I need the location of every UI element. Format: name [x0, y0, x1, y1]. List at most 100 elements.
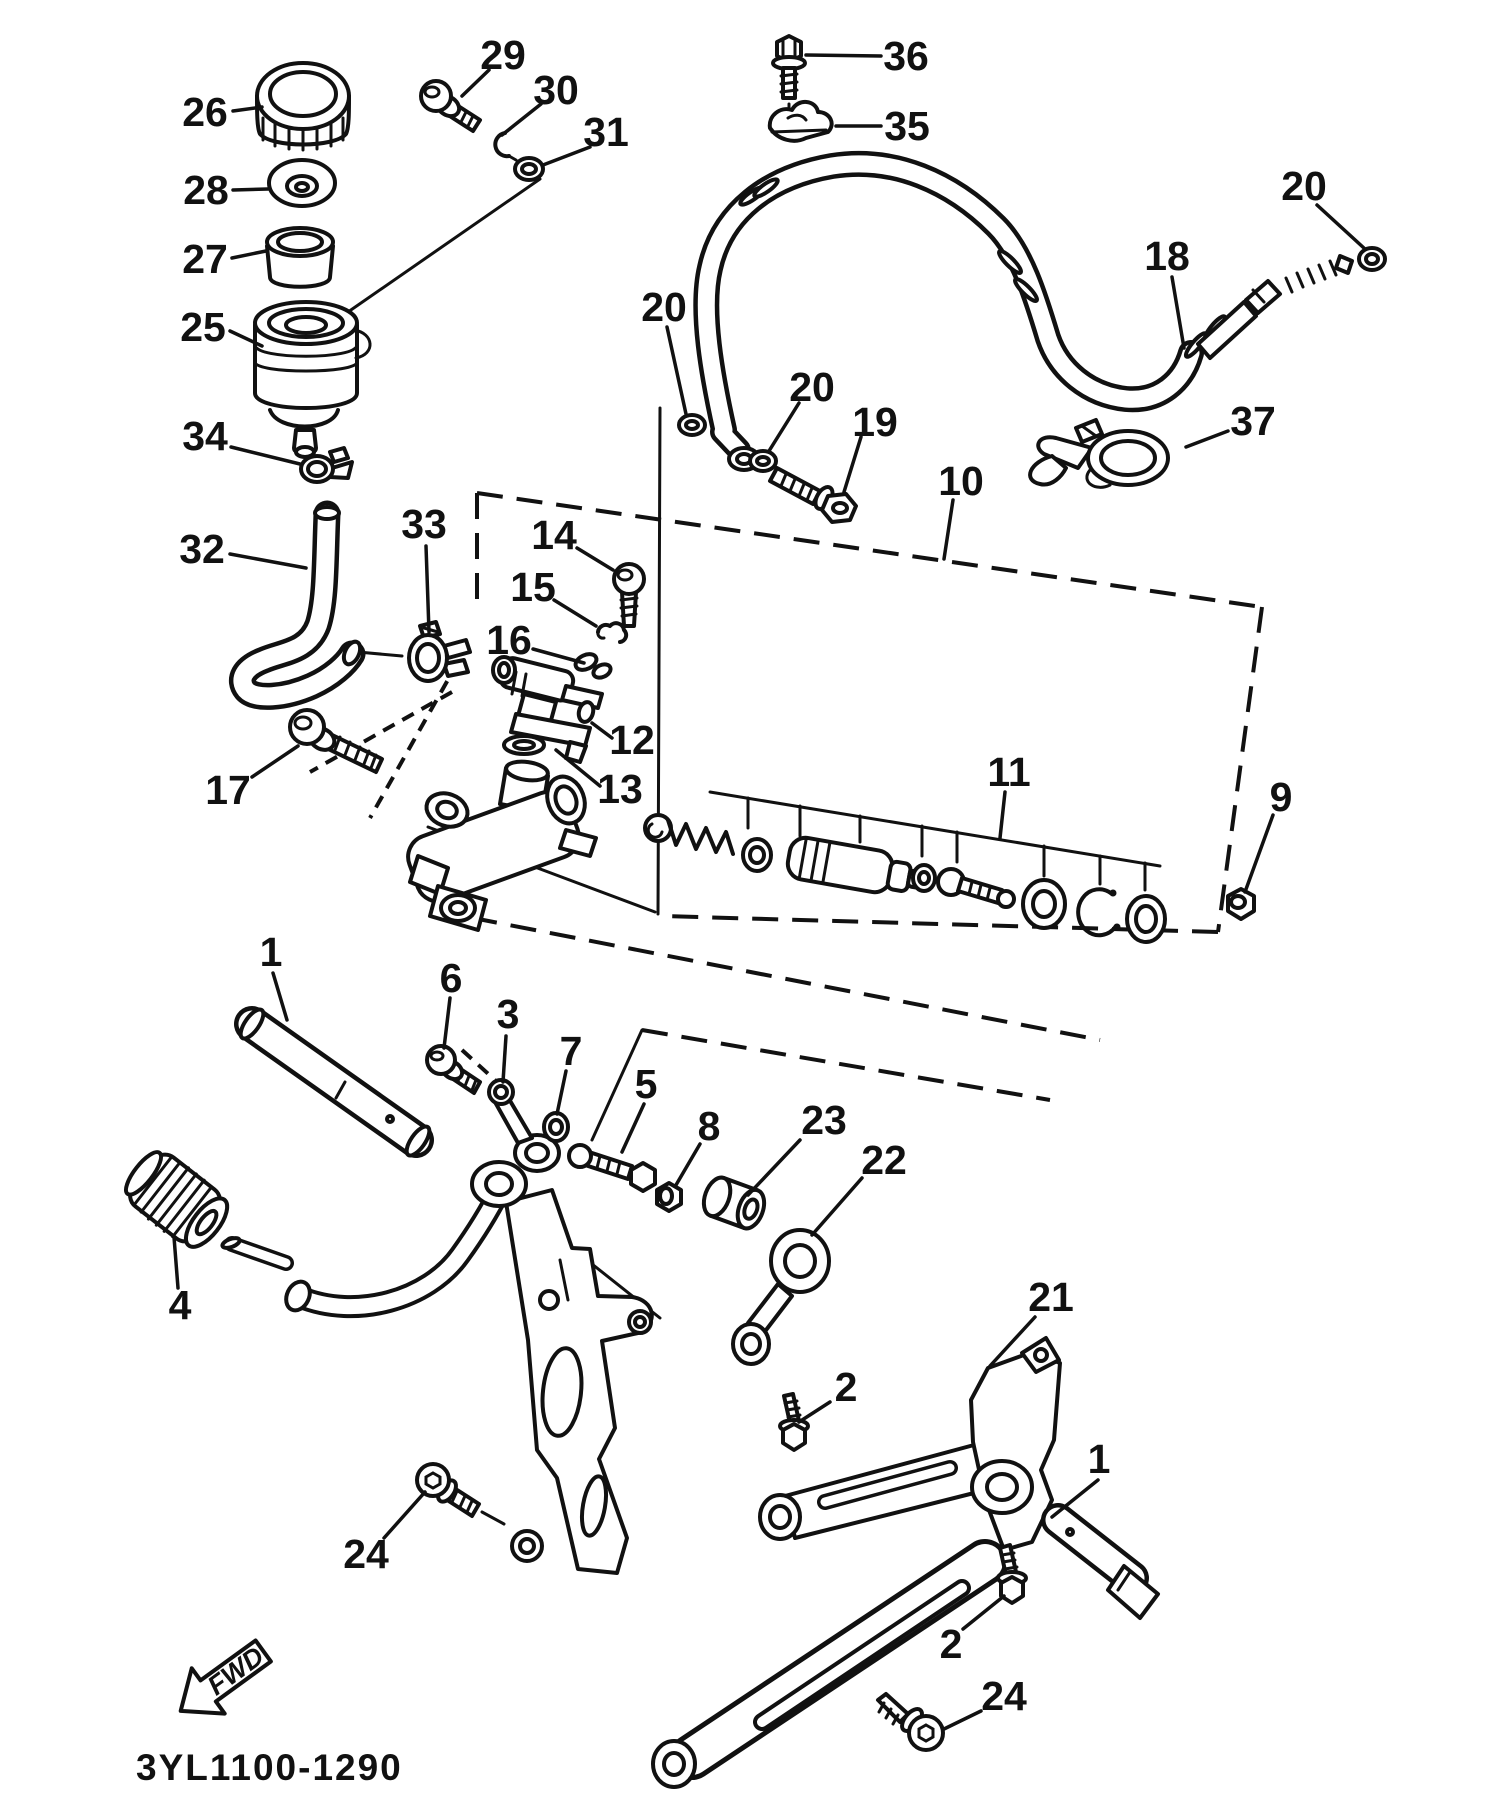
part-number-3: 3 [497, 991, 520, 1037]
callout-16: 16 [486, 617, 586, 665]
washer-13 [502, 734, 546, 756]
callout-26: 26 [182, 89, 264, 135]
leader-line-27 [230, 249, 268, 260]
leader-line-12 [590, 721, 614, 740]
callout-20b: 20 [767, 364, 835, 453]
part-number-2b: 2 [940, 1621, 963, 1667]
callout-3: 3 [497, 991, 520, 1084]
clip-15 [596, 621, 629, 644]
leader-line-11 [998, 790, 1007, 840]
part-number-24a: 24 [343, 1531, 389, 1577]
washer-31 [513, 156, 545, 182]
callout-23: 23 [746, 1097, 847, 1197]
nut-9 [1226, 887, 1256, 921]
part-number-35: 35 [884, 103, 930, 149]
part-number-37: 37 [1230, 398, 1276, 444]
callout-10: 10 [938, 458, 984, 561]
part-number-21: 21 [1028, 1274, 1074, 1320]
pedal-pin [220, 1236, 294, 1271]
callout-25: 25 [180, 304, 264, 350]
collar-23 [701, 1175, 767, 1231]
hose-guide-clamp-37 [1028, 418, 1170, 489]
reservoir-cap [255, 61, 351, 152]
reservoir-body [253, 300, 372, 459]
part-number-26: 26 [182, 89, 228, 135]
hose-clamp-34 [299, 446, 354, 484]
leader-line-1a [271, 971, 289, 1022]
callout-17: 17 [205, 744, 300, 813]
part-number-32: 32 [179, 526, 225, 572]
callout-11: 11 [987, 749, 1031, 840]
leader-line-36 [804, 53, 883, 58]
callout-32: 32 [179, 526, 308, 572]
diagram-code: 3YL1100-1290 [136, 1747, 403, 1788]
leader-line-19 [842, 435, 863, 494]
callout-14: 14 [531, 512, 615, 572]
leader-line-3 [501, 1034, 508, 1084]
callout-24a: 24 [343, 1490, 427, 1577]
arm-22 [731, 1228, 831, 1366]
elbow-12 [509, 700, 596, 764]
leader-line-20c [1315, 203, 1367, 251]
part-number-36: 36 [883, 33, 929, 79]
leader-line-15 [552, 598, 598, 628]
leader-line-6 [442, 996, 452, 1050]
leader-line-33 [424, 544, 431, 634]
callout-35: 35 [834, 103, 930, 149]
part-number-4: 4 [169, 1282, 192, 1328]
callout-33: 33 [401, 501, 447, 634]
callout-27: 27 [182, 236, 268, 282]
part-number-18: 18 [1144, 233, 1190, 279]
part-number-8: 8 [698, 1103, 721, 1149]
callout-30: 30 [500, 67, 579, 137]
part-number-23: 23 [801, 1097, 847, 1143]
part-number-7: 7 [560, 1028, 583, 1074]
leader-line-28 [231, 187, 270, 192]
leader-line-17 [250, 744, 300, 779]
bolt-14 [612, 562, 646, 628]
leader-line-29 [460, 68, 491, 98]
brake-pedal [284, 1178, 512, 1319]
footrest-rubber-4 [124, 1150, 230, 1249]
leader-line-20b [767, 401, 801, 453]
nut-8 [655, 1181, 683, 1213]
callout-layer: 2628272534321729303136352020191820371033… [169, 32, 1367, 1731]
callout-7: 7 [555, 1028, 583, 1116]
callout-29: 29 [460, 32, 526, 98]
part-number-25: 25 [180, 304, 226, 350]
part-number-19: 19 [852, 399, 898, 445]
leader-line-10 [942, 498, 955, 561]
part-number-6: 6 [440, 955, 463, 1001]
bolt-24-bottom [876, 1692, 945, 1752]
part-number-20b: 20 [789, 364, 835, 410]
leader-line-18 [1170, 275, 1186, 350]
part-number-12: 12 [609, 717, 655, 763]
callout-9: 9 [1243, 774, 1293, 894]
part-number-31: 31 [583, 109, 629, 155]
bolt-2-right [996, 1543, 1028, 1605]
footrest-bar-right [1041, 1503, 1160, 1620]
part-number-33: 33 [401, 501, 447, 547]
callout-34: 34 [182, 413, 302, 466]
callout-5: 5 [620, 1061, 657, 1154]
callout-8: 8 [674, 1103, 721, 1187]
part-number-30: 30 [533, 67, 579, 113]
part-number-9: 9 [1270, 774, 1293, 820]
fwd-arrow: FWD [178, 1638, 273, 1716]
leader-line-14 [575, 546, 615, 572]
part-number-11: 11 [987, 749, 1030, 795]
leader-line-32 [228, 552, 308, 570]
washer-20-hose-end [1357, 246, 1387, 272]
part-number-34: 34 [182, 413, 228, 459]
leader-line-37 [1184, 429, 1230, 449]
part-number-14: 14 [531, 512, 577, 558]
callout-13: 13 [554, 748, 643, 812]
bolt-29 [419, 79, 482, 133]
callout-19: 19 [842, 399, 898, 494]
leader-line-24b [942, 1709, 983, 1731]
leader-line-7 [555, 1069, 568, 1116]
bolt-17 [288, 708, 384, 774]
leader-line-9 [1243, 813, 1275, 894]
part-number-27: 27 [182, 236, 228, 282]
